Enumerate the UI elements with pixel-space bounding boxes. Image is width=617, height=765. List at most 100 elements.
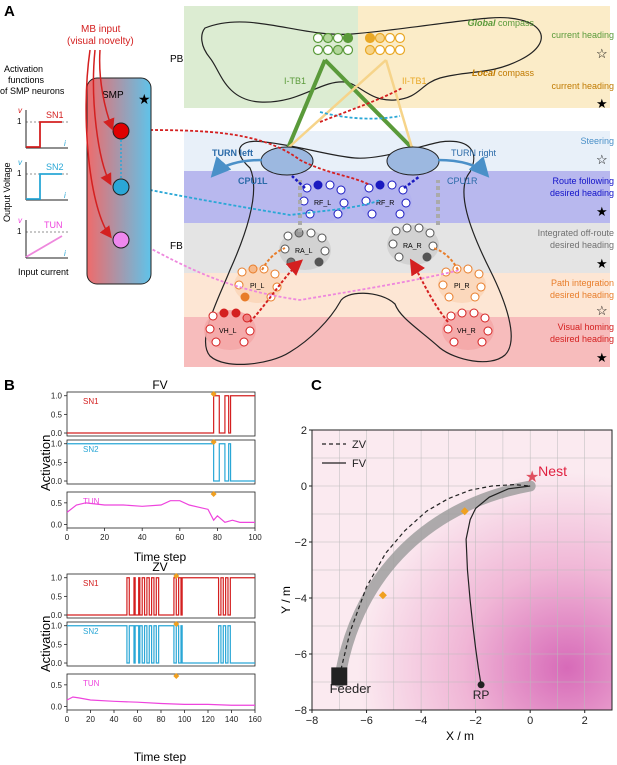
fv-ytick-label: 1.0 <box>51 392 63 401</box>
fv-series-label: SN2 <box>83 445 99 454</box>
fv-event-marker <box>210 439 217 445</box>
fv-ytick-label: 0.5 <box>51 499 63 508</box>
fv-series-label: TUN <box>83 497 100 506</box>
rf-l-label: RF_L <box>314 200 331 207</box>
zv-xtick-label: 120 <box>201 715 215 724</box>
vh-r-cluster: VH_R <box>442 308 494 350</box>
fv-xtick-label: 60 <box>175 533 184 542</box>
fv-xtick-label: 20 <box>100 533 109 542</box>
c-xtick-label: −2 <box>469 715 482 727</box>
zv-ytick-label: 1.0 <box>51 574 63 583</box>
zv-xtick-label: 60 <box>133 715 142 724</box>
sn1-neuron <box>112 122 130 140</box>
zv-xtick-label: 0 <box>65 715 70 724</box>
zv-event-marker <box>173 673 180 679</box>
iitb1-label: II-TB1 <box>402 76 427 86</box>
c-zv-event-marker <box>378 591 387 600</box>
fv-event-marker <box>210 391 217 397</box>
pb-label: PB <box>170 54 184 65</box>
c-ytick-label: 2 <box>301 425 307 437</box>
vh-r-to-ra-r-arrow <box>409 258 449 323</box>
c-ytick-label: −4 <box>294 593 307 605</box>
turn-right-label: TURN right <box>451 148 497 158</box>
c-rp-label: RP <box>473 688 490 702</box>
c-nest-star-icon: ★ <box>525 469 539 486</box>
c-ytick-label: 0 <box>301 481 307 493</box>
c-xtick-label: 2 <box>582 715 588 727</box>
sn2-plot-title: SN2 <box>46 162 64 172</box>
zv-series-sn1 <box>67 577 255 616</box>
c-xtick-label: −4 <box>415 715 428 727</box>
ra-r-label: RA_R <box>403 243 422 250</box>
fv-xtick-label: 80 <box>213 533 222 542</box>
zv-xtick-label: 140 <box>225 715 239 724</box>
pathint-label-1: Path integration <box>551 278 614 288</box>
fv-ytick-label: 0.5 <box>51 410 63 419</box>
c-ytick-label: −8 <box>294 705 307 717</box>
sn2-neuron <box>112 178 130 196</box>
sn1-v-label: v <box>18 106 23 115</box>
zv-series-label: SN1 <box>83 579 99 588</box>
c-xlabel: X / m <box>446 729 474 743</box>
zv-ytick-label: 0.5 <box>51 681 63 690</box>
c-feeder-label: Feeder <box>330 681 372 696</box>
pi-r-label: PI_R <box>454 283 470 290</box>
pi-l-label: PI_L <box>250 283 265 290</box>
zv-ytick-label: 0.0 <box>51 703 63 712</box>
zv-title: ZV <box>152 560 167 574</box>
route-label-1: Route following <box>552 176 614 186</box>
fv-ytick-label: 1.0 <box>51 440 63 449</box>
rf-r-to-cpu1r-arrow <box>403 175 421 189</box>
sn1-activation-plot: 1 v i SN1 <box>17 106 68 149</box>
zv-event-marker <box>173 621 180 627</box>
sn1-i-label: i <box>64 139 66 148</box>
fv-series-sn1 <box>67 395 255 434</box>
pb-cross-red <box>319 87 403 123</box>
svg-text:Local compass: Local compass <box>472 68 535 78</box>
zv-xtick-label: 20 <box>86 715 95 724</box>
pi-r-to-ra-r-arrow <box>432 247 459 271</box>
tun-activation-plot: 1 v i TUN <box>17 216 68 259</box>
vh-l-cluster: VH_L <box>204 308 256 350</box>
visual-label-2: desired heading <box>550 334 614 344</box>
offroute-star-icon: ★ <box>596 256 608 271</box>
pathint-label-2: desired heading <box>550 290 614 300</box>
panel-c-letter: C <box>311 377 322 394</box>
mb-input-sublabel: (visual novelty) <box>67 36 134 47</box>
tun-one-label: 1 <box>17 227 22 236</box>
c-legend-zv-label: ZV <box>352 439 367 451</box>
zv-xtick-label: 100 <box>178 715 192 724</box>
route-label-2: desired heading <box>550 188 614 198</box>
zv-ytick-label: 0.0 <box>51 611 63 620</box>
fv-xtick-label: 100 <box>248 533 262 542</box>
vh-r-label: VH_R <box>457 328 476 335</box>
turn-right-arrow <box>437 156 490 178</box>
svg-text:Global compass: Global compass <box>467 18 534 28</box>
c-ylabel: Y / m <box>279 586 293 614</box>
tb1-yellow-to-cpu1l <box>287 59 387 149</box>
zv-ytick-label: 0.5 <box>51 592 63 601</box>
global-compass-label: Global compass current heading <box>467 18 614 40</box>
fv-ytick-label: 0.0 <box>51 521 63 530</box>
turn-left-label: TURN left <box>212 148 253 158</box>
act-title-3: of SMP neurons <box>0 86 65 96</box>
tun-i-label: i <box>64 249 66 258</box>
mb-to-tun-arrow <box>85 49 112 239</box>
fv-xlabel: Time step <box>134 550 187 564</box>
c-fv-trajectory <box>465 485 531 685</box>
zv-event-marker <box>173 573 180 579</box>
rf-r-cluster: RF_R <box>360 180 412 222</box>
zv-series-sn2 <box>67 625 255 664</box>
steering-label: Steering <box>580 136 614 146</box>
svg-text:current heading: current heading <box>551 81 614 91</box>
offroute-label-2: desired heading <box>550 240 614 250</box>
rf-l-to-cpu1l-arrow <box>291 175 306 189</box>
tun-neuron <box>112 231 130 249</box>
zv-series-label: TUN <box>83 679 100 688</box>
vh-l-to-ra-l-arrow <box>249 259 304 323</box>
c-rp-marker <box>477 681 485 689</box>
fv-xtick-label: 0 <box>65 533 70 542</box>
pi-l-cluster: PI_L <box>234 264 282 303</box>
ra-l-label: RA_L <box>295 248 313 255</box>
